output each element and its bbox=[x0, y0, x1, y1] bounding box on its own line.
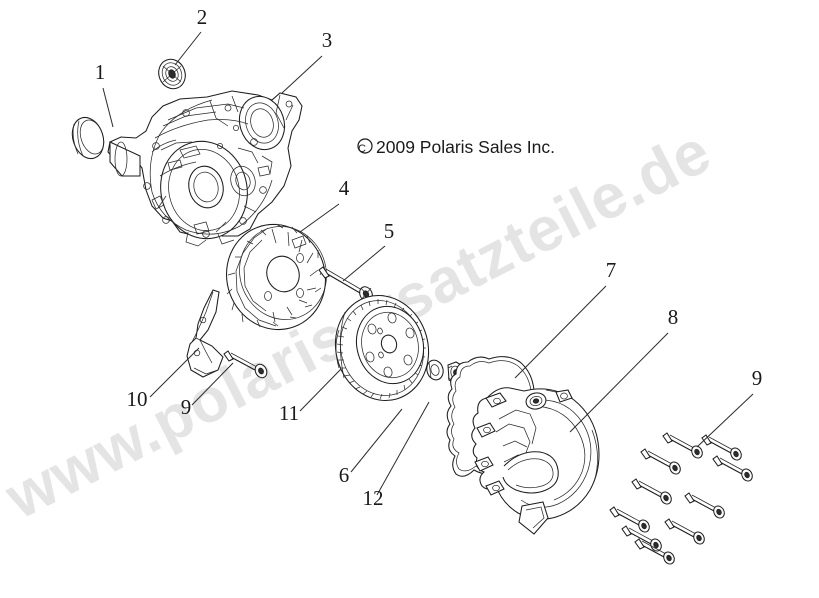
callout-leader-7 bbox=[514, 285, 607, 379]
copyright-notice: C 2009 Polaris Sales Inc. bbox=[357, 137, 555, 157]
callout-leader-10 bbox=[149, 347, 200, 398]
callout-label-8[interactable]: 8 bbox=[668, 305, 679, 329]
callout-label-10[interactable]: 10 bbox=[127, 387, 148, 411]
bolt-flange-5 bbox=[631, 478, 672, 505]
callout-leader-1 bbox=[102, 87, 114, 128]
bolt-flange-10 bbox=[634, 538, 675, 565]
callout-label-12[interactable]: 12 bbox=[363, 486, 384, 510]
part-6-washer bbox=[426, 359, 444, 381]
bolt-flange-1 bbox=[640, 448, 681, 475]
callout-leader-9b bbox=[696, 393, 754, 448]
callout-label-6[interactable]: 6 bbox=[339, 463, 350, 487]
callout-label-5[interactable]: 5 bbox=[384, 219, 395, 243]
callout-label-11[interactable]: 11 bbox=[279, 401, 299, 425]
callout-label-9[interactable]: 9 bbox=[181, 395, 192, 419]
callout-leader-4 bbox=[299, 203, 340, 233]
bolt-flange-6 bbox=[684, 492, 725, 519]
callout-leader-5 bbox=[342, 245, 386, 282]
part-9-bolt-flange-left bbox=[223, 350, 268, 379]
part-11-flywheel bbox=[334, 294, 430, 402]
callout-label-2[interactable]: 2 bbox=[197, 5, 208, 29]
callout-leaders bbox=[102, 31, 754, 496]
bolt-flange-2 bbox=[662, 432, 703, 459]
part-8-stator-cover bbox=[471, 387, 600, 535]
callout-leader-3 bbox=[281, 55, 323, 94]
bolt-flange-8 bbox=[664, 518, 705, 545]
copyright-text: 2009 Polaris Sales Inc. bbox=[376, 137, 555, 157]
callout-leader-12 bbox=[376, 401, 430, 496]
copyright-circle-icon bbox=[357, 138, 373, 154]
callout-label-9b[interactable]: 9 bbox=[752, 366, 763, 390]
callout-label-1[interactable]: 1 bbox=[95, 60, 106, 84]
callout-label-3[interactable]: 3 bbox=[322, 28, 333, 52]
part-10-wire-retainer-bracket bbox=[186, 289, 224, 378]
part-2-bearing bbox=[158, 58, 186, 90]
bolt-flange-7 bbox=[609, 506, 650, 533]
part-9-bolt-cluster bbox=[609, 432, 753, 565]
callout-leader-6 bbox=[350, 408, 403, 473]
part-4-stator bbox=[225, 223, 327, 331]
callout-leader-11 bbox=[299, 368, 342, 412]
bolt-flange-4 bbox=[712, 455, 753, 482]
callout-label-7[interactable]: 7 bbox=[606, 258, 617, 282]
copyright-symbol-glyph: C bbox=[358, 143, 366, 155]
part-1-o-ring-seal bbox=[71, 116, 105, 160]
part-3-crankcase-half bbox=[107, 90, 303, 247]
callout-leader-9 bbox=[191, 362, 234, 406]
callout-leader-8 bbox=[569, 332, 669, 433]
callout-leader-2 bbox=[174, 31, 202, 66]
bolt-flange-3 bbox=[701, 434, 742, 461]
callout-label-4[interactable]: 4 bbox=[339, 176, 350, 200]
